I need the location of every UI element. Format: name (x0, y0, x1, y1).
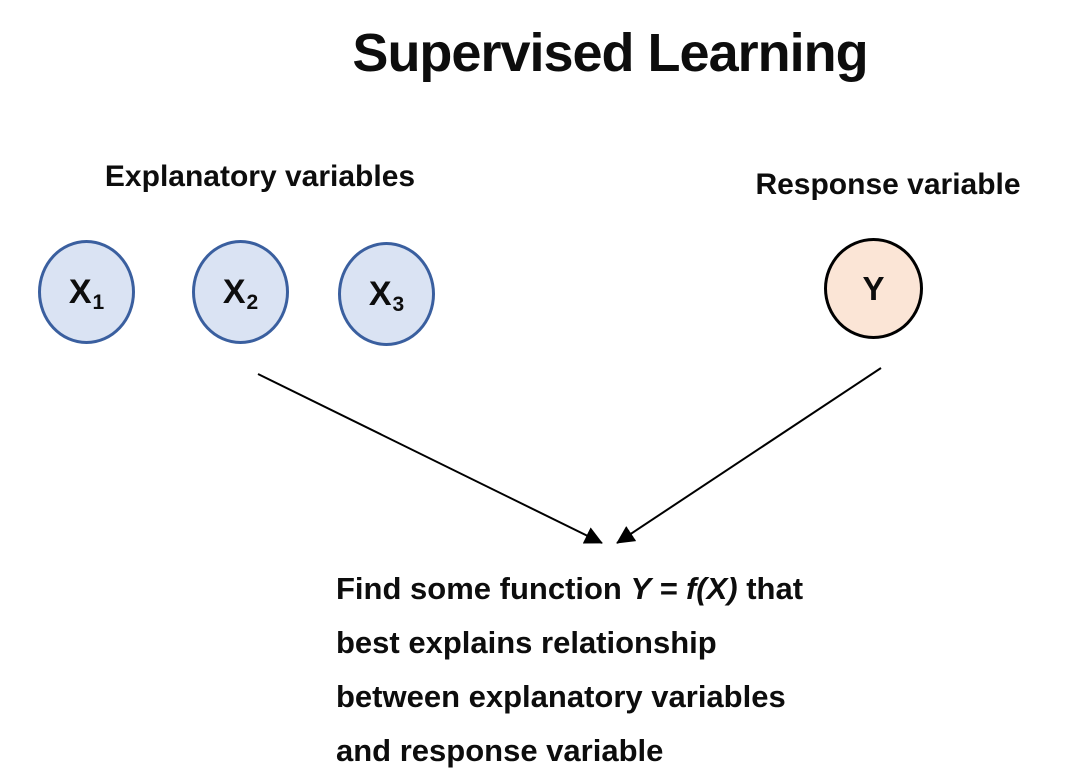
caption-line-2: best explains relationship (336, 625, 717, 660)
node-x2-subscript: 2 (246, 291, 259, 314)
node-y: Y (824, 238, 923, 339)
node-x3-subscript: 3 (392, 293, 405, 316)
node-x2-label: X (222, 272, 246, 311)
caption-text: Find some function Y = f(X) that best ex… (336, 562, 896, 771)
node-x3-label: X (368, 274, 392, 313)
arrow-explanatory-to-function (257, 373, 603, 544)
caption-line-4: and response variable (336, 733, 664, 768)
caption-formula: Y = f(X) (630, 571, 738, 606)
caption-line1-pre: Find some function (336, 571, 631, 606)
node-x1-subscript: 1 (92, 291, 105, 314)
page-title: Supervised Learning (352, 23, 868, 83)
node-y-label: Y (862, 269, 885, 307)
caption-line1-post: that (737, 571, 804, 606)
response-variable-label: Response variable (755, 168, 1021, 201)
caption-line-1: Find some function Y = f(X) that (336, 562, 896, 616)
node-x1-label: X (68, 272, 92, 311)
caption-line-3: between explanatory variables (336, 679, 786, 714)
explanatory-variables-label: Explanatory variables (104, 160, 416, 193)
arrow-response-to-function (616, 367, 882, 544)
